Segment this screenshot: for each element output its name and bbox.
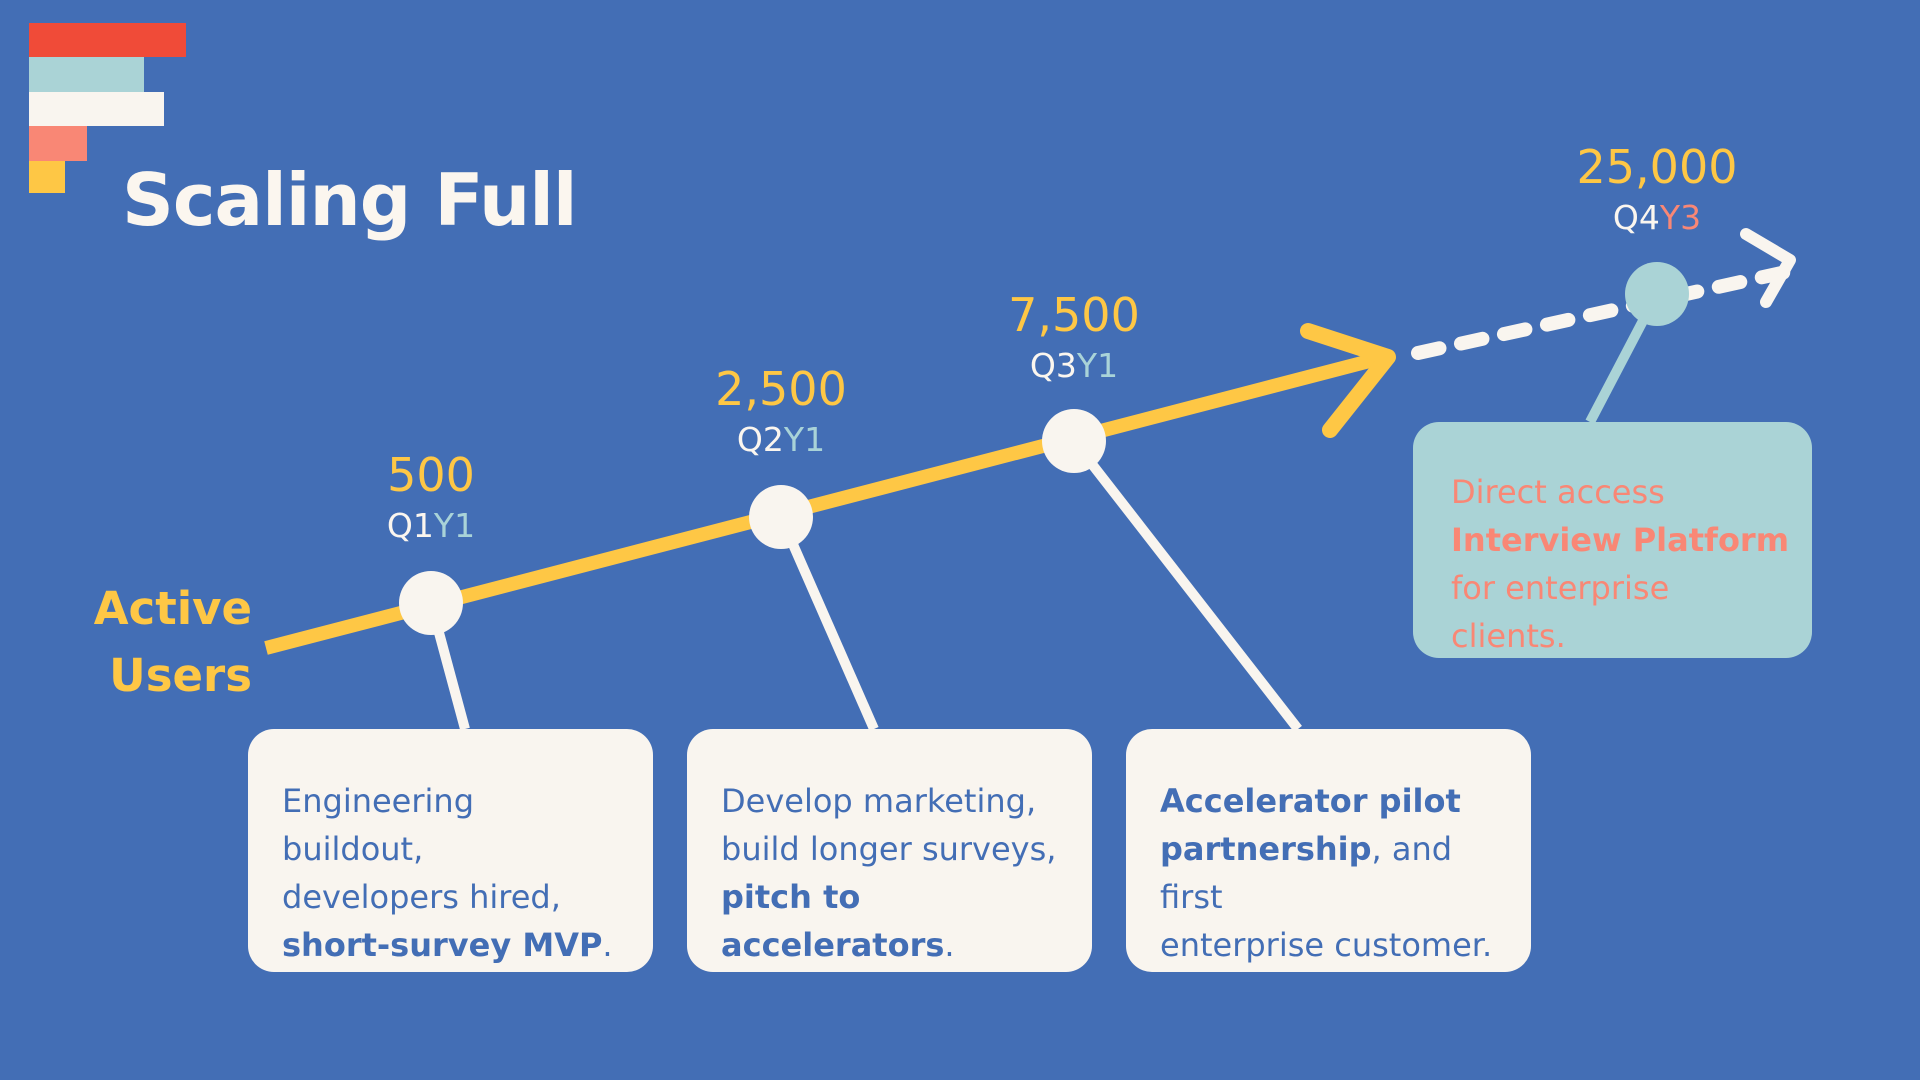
milestone-period: Q3Y1: [1029, 346, 1119, 385]
card-line: Engineering buildout,: [282, 782, 474, 868]
logo-bar-yellow: [29, 161, 65, 193]
card-q2: Develop marketing, build longer surveys,…: [687, 729, 1092, 972]
connector-q2: [776, 514, 879, 732]
card-q1: Engineering buildout, developers hired, …: [248, 729, 653, 972]
connector-q3: [1070, 437, 1302, 733]
milestone-q3: 7,500 Q3Y1: [944, 288, 1204, 386]
card-line: Develop marketing,: [721, 782, 1037, 820]
axis-label: Active Users: [92, 575, 252, 709]
milestone-value: 7,500: [1008, 288, 1140, 342]
milestone-value: 25,000: [1576, 140, 1738, 194]
card-line: for enterprise clients.: [1451, 569, 1670, 655]
milestone-q1: 500 Q1Y1: [301, 448, 561, 546]
logo-bar-cream: [29, 92, 164, 126]
milestone-q2: 2,500 Q2Y1: [651, 362, 911, 460]
trend-arrowhead: [1300, 323, 1396, 438]
card-line: Accelerator pilot: [1160, 782, 1461, 820]
milestone-period: Q2Y1: [736, 420, 826, 459]
milestone-value: 500: [387, 448, 475, 502]
logo-bar-salmon: [29, 126, 87, 161]
slide-title: Scaling Full: [122, 158, 578, 242]
card-line: partnership, and first: [1160, 830, 1453, 916]
card-line: developers hired,: [282, 878, 561, 916]
milestone-q4: 25,000 Q4Y3: [1527, 140, 1787, 238]
card-line: pitch to accelerators.: [721, 878, 955, 964]
card-line: Interview Platform: [1451, 521, 1790, 559]
card-q4: Direct access Interview Platform for ent…: [1413, 422, 1812, 658]
card-line: enterprise customer.: [1160, 926, 1493, 964]
node-q2: [749, 485, 813, 549]
milestone-value: 2,500: [715, 362, 847, 416]
logo-bar-teal: [29, 57, 144, 92]
card-line: build longer surveys,: [721, 830, 1057, 868]
logo-bar-red: [29, 23, 186, 57]
milestone-period: Q1Y1: [386, 506, 476, 545]
projection-arrowhead: [1740, 228, 1796, 308]
axis-label-line2: Users: [109, 649, 252, 702]
node-q3: [1042, 409, 1106, 473]
card-line: short-survey MVP.: [282, 926, 613, 964]
card-line: Direct access: [1451, 473, 1665, 511]
axis-label-line1: Active: [93, 582, 252, 635]
card-q3: Accelerator pilot partnership, and first…: [1126, 729, 1531, 972]
node-q4: [1625, 262, 1689, 326]
node-q1: [399, 571, 463, 635]
milestone-period: Q4Y3: [1612, 198, 1702, 237]
projection-dashed-line: [1411, 265, 1793, 360]
